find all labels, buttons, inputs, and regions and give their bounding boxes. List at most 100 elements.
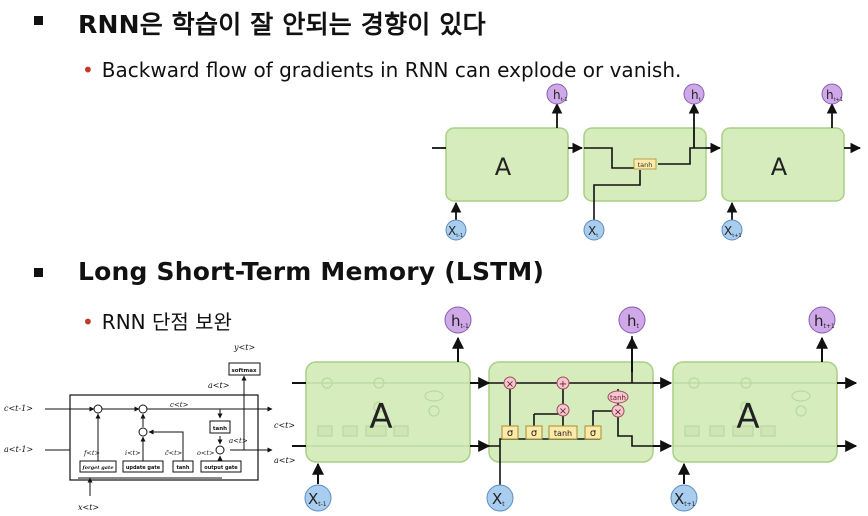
schematic-a-next: a<t>	[274, 456, 295, 465]
rnn-input-label-3: Xt+1	[724, 224, 742, 239]
lstm-output-node-3	[808, 306, 836, 334]
bullet-dot-1: •	[82, 58, 94, 82]
schematic-tanh-box-label: tanh	[213, 426, 227, 432]
schematic-i-t: i<t>	[125, 449, 141, 457]
lstm-times-op-1	[503, 376, 517, 390]
section2-subtitle-text: RNN 단점 보완	[101, 310, 232, 334]
rnn-cell-3-label: A	[771, 153, 788, 181]
schematic-c-prev: c<t-1>	[4, 404, 33, 413]
schematic-frame	[69, 394, 259, 481]
rnn-cell-3	[721, 127, 845, 202]
section1-title: RNN은 학습이 잘 안되는 경향이 있다	[78, 10, 486, 39]
schematic-a-t: a<t>	[208, 381, 229, 390]
lstm-plus-op	[556, 376, 570, 390]
rnn-inner-out	[658, 147, 706, 165]
schematic-f-t: f<t>	[83, 449, 100, 457]
lstm-output-node-2	[618, 306, 646, 334]
schematic-forget-label: forget gate	[81, 465, 113, 471]
section2-title: Long Short-Term Memory (LSTM)	[78, 257, 545, 286]
bullet-dot-2: •	[82, 310, 94, 334]
rnn-output-node-3	[821, 83, 843, 105]
rnn-output-label-2: ht	[691, 88, 701, 103]
lstm-sigma-box-3	[584, 425, 602, 440]
lstm-input-label-3: Xt+1	[674, 490, 696, 508]
schematic-tanh-gate	[172, 460, 194, 473]
rnn-input-node-1	[445, 219, 467, 241]
lstm-tanh-op	[607, 390, 629, 404]
schematic-mult-3	[215, 445, 225, 455]
schematic-a-inner: a<t>	[229, 437, 248, 445]
lstm-input-label-1: Xt-1	[308, 490, 327, 508]
lstm-times-label-1: ×	[506, 379, 514, 390]
lstm-cell-1-label: A	[369, 397, 392, 437]
section1-subtitle-text: Backward flow of gradients in RNN can ex…	[101, 58, 682, 82]
schematic-a-prev: a<t-1>	[4, 445, 33, 454]
schematic-update-label: update gate	[126, 465, 161, 471]
lstm-output-node-1	[444, 306, 472, 334]
rnn-output-label-3: ht+1	[826, 88, 843, 103]
lstm-times-label-2: ×	[559, 406, 567, 417]
rnn-input-node-2	[583, 219, 605, 241]
lstm-times-op-3	[611, 404, 625, 418]
rnn-cell-1	[445, 127, 569, 202]
rnn-tanh-box	[633, 158, 657, 170]
schematic-y-t: y<t>	[233, 343, 255, 352]
rnn-output-node-1	[546, 83, 568, 105]
schematic-output-label: output gate	[204, 465, 238, 471]
schematic-softmax-box	[228, 362, 261, 376]
lstm-input-node-2	[486, 484, 514, 512]
section2-subtitle: • RNN 단점 보완	[82, 306, 232, 335]
schematic-update-gate	[122, 460, 164, 473]
schematic-output-gate	[200, 460, 242, 473]
rnn-output-node-2	[683, 83, 705, 105]
lstm-input-node-3	[670, 484, 698, 512]
lstm-tanh-op-label: tanh	[610, 394, 626, 402]
rnn-inner-line	[584, 147, 640, 169]
lstm-cell-3-faint	[673, 377, 837, 447]
lstm-times-label-3: ×	[614, 407, 622, 418]
rnn-input-label-1: Xt-1	[448, 224, 463, 239]
lstm-sigma-label-1: σ	[507, 428, 514, 439]
schematic-o-t: o<t>	[197, 449, 214, 457]
rnn-tanh-label: tanh	[638, 161, 653, 169]
lstm-sigma-label-3: σ	[590, 428, 597, 439]
schematic-plus	[138, 404, 148, 414]
schematic-mult-1	[93, 404, 103, 414]
lstm-tanh-box	[548, 425, 578, 440]
schematic-softmax-label: softmax	[231, 368, 257, 374]
schematic-c-mid: c<t>	[170, 401, 189, 409]
lstm-tanh-label: tanh	[554, 429, 572, 438]
lstm-output-label-1: ht-1	[451, 312, 469, 330]
lstm-cell-1	[305, 361, 471, 463]
rnn-input-label-2: Xt	[588, 224, 598, 239]
schematic-forget-gate	[79, 460, 117, 473]
bullet-square-1	[34, 16, 43, 25]
lstm-cell-3-label: A	[736, 397, 759, 437]
lstm-times-op-2	[556, 403, 570, 417]
lstm-output-label-3: ht+1	[814, 312, 835, 330]
schematic-lines	[45, 375, 273, 496]
rnn-inner-input	[593, 170, 641, 220]
lstm-cell-1-faint	[306, 377, 470, 447]
schematic-tanh-gate-label: tanh	[177, 465, 190, 471]
schematic-c-next: c<t>	[274, 421, 295, 430]
bullet-square-2	[34, 268, 43, 277]
rnn-output-label-1: ht-1	[553, 88, 568, 103]
lstm-sigma-label-2: σ	[531, 428, 538, 439]
schematic-tanh-box	[209, 420, 231, 434]
lstm-sigma-box-1	[501, 425, 519, 440]
lstm-output-label-2: ht	[627, 312, 640, 330]
lstm-cell-3	[672, 361, 838, 463]
lstm-input-label-2: Xt	[492, 490, 505, 508]
schematic-mult-2	[138, 427, 148, 437]
section1-subtitle: • Backward flow of gradients in RNN can e…	[82, 58, 681, 82]
lstm-sigma-box-2	[525, 425, 543, 440]
schematic-c-tilde: c̃<t>	[165, 448, 182, 457]
rnn-input-node-3	[721, 219, 743, 241]
lstm-plus-label: +	[559, 379, 567, 390]
schematic-x-t: x<t>	[78, 503, 99, 512]
lstm-input-node-1	[304, 484, 332, 512]
